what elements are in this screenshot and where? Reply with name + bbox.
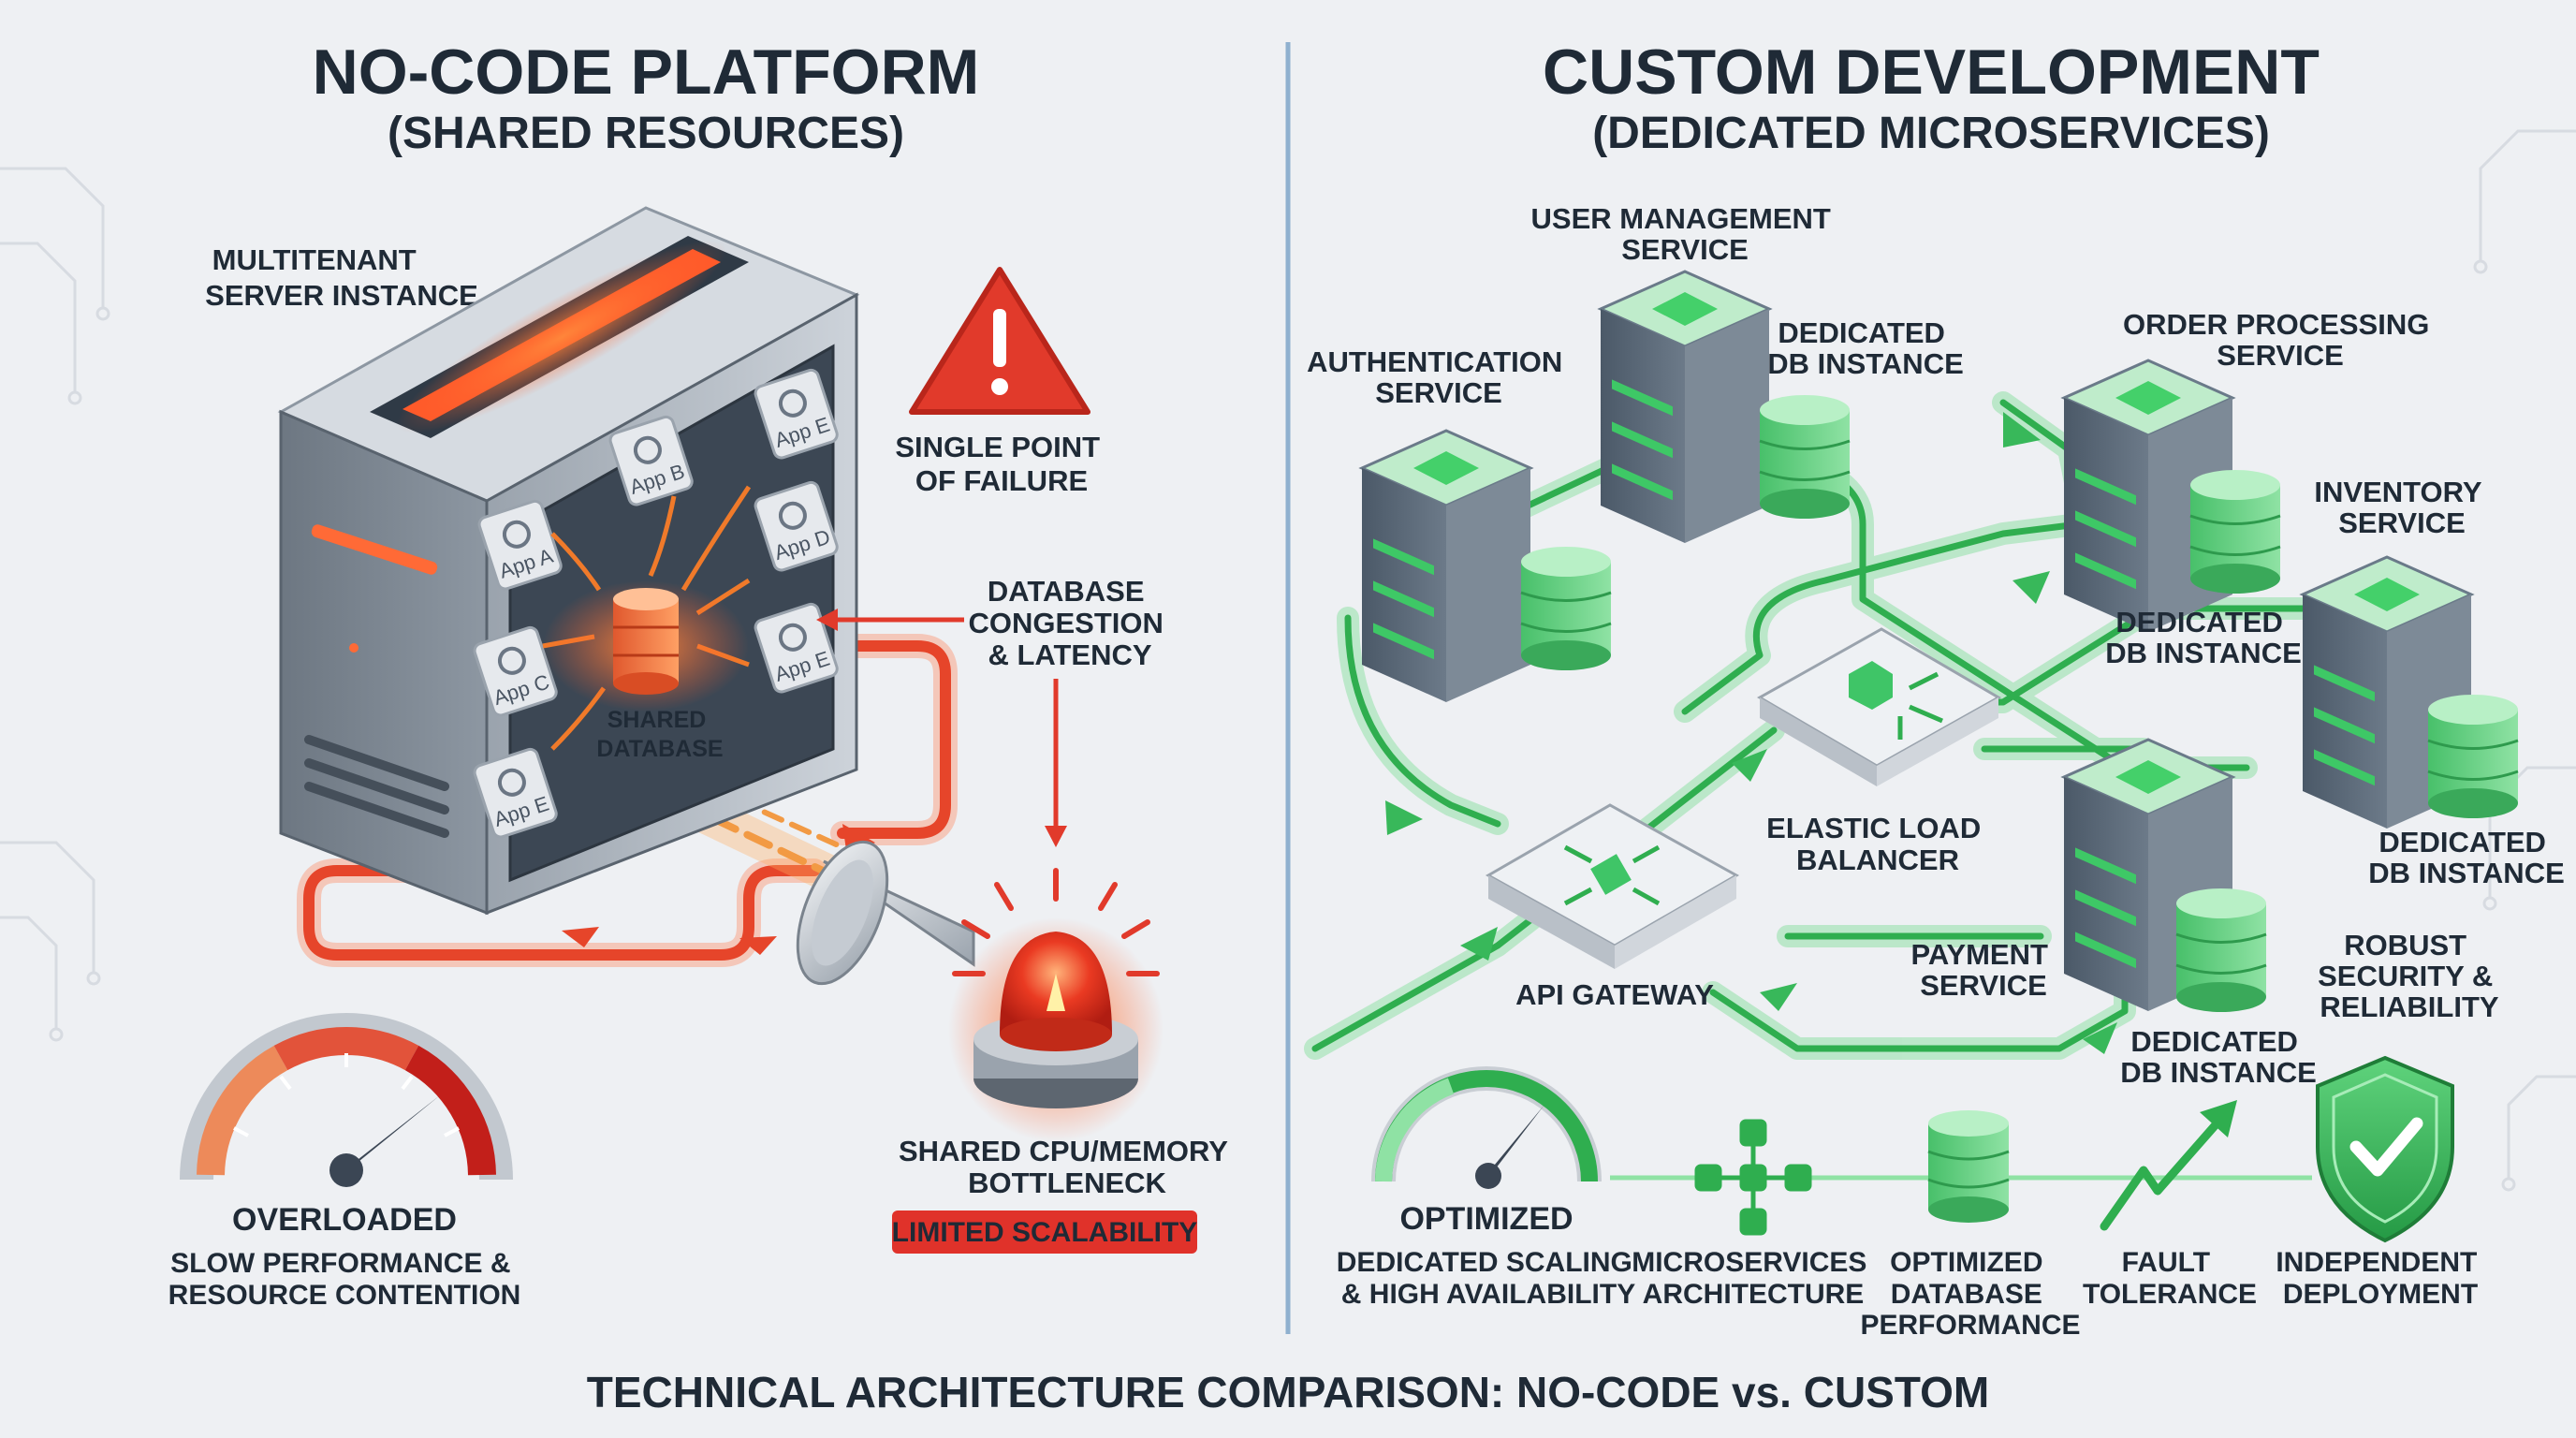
overloaded-status: OVERLOADED [232,1202,457,1238]
bottleneck-label: SHARED CPU/MEMORY BOTTLENECK [899,1135,1236,1199]
benefit-label: FAULT TOLERANCE [2083,1247,2257,1310]
shared-db-label: SHARED DATABASE [596,707,723,762]
spof-label: SINGLE POINT OF FAILURE [895,431,1107,497]
app-tile: App D [754,480,839,572]
limited-scalability-badge [892,1211,1197,1254]
optimized-gauge-icon [1371,1066,1602,1189]
database-icon [2189,470,2281,594]
security-shield-icon [2316,1055,2454,1243]
payment-label: PAYMENT SERVICE [1910,938,2056,1002]
api-gateway-icon [1485,803,1740,969]
security-label: ROBUST SECURITY & RELIABILITY [2318,929,2501,1023]
benefit-label: MICROSERVICES ARCHITECTURE [1632,1247,1875,1310]
overloaded-gauge-icon [180,1013,513,1187]
app-tile: App E [754,368,839,460]
auth-label: AUTHENTICATION SERVICE [1307,345,1571,409]
inventory-label: INVENTORY SERVICE [2314,476,2489,539]
database-icon [2427,695,2519,818]
benefit-label: INDEPENDENT DEPLOYMENT [2276,1247,2484,1310]
database-icon [1520,547,1612,670]
flow-arrows [1385,412,2117,1054]
app-tile: App E [473,747,558,839]
app-tile: App E [754,602,839,694]
left-subtitle: (SHARED RESOURCES) [388,109,904,158]
warning-triangle-icon [909,267,1090,415]
user-management-label: USER MANAGEMENT SERVICE [1531,202,1839,266]
left-title: NO-CODE PLATFORM [313,37,980,108]
bottleneck-funnel-icon [796,840,975,986]
right-subtitle: (DEDICATED MICROSERVICES) [1592,109,2270,158]
database-icon [2175,888,2267,1012]
user-management-server-icon [1597,270,1773,543]
alarm-siren-icon [948,868,1164,1142]
auth-server-icon [1358,429,1534,702]
footer-caption: TECHNICAL ARCHITECTURE COMPARISON: NO-CO… [587,1368,1989,1416]
benefit-label: OPTIMIZED DATABASE PERFORMANCE [1860,1247,2080,1341]
congestion-arrows [816,609,1067,847]
congestion-label: DATABASE CONGESTION & LATENCY [968,575,1171,671]
limited-scalability-text: LIMITED SCALABILITY [892,1217,1198,1248]
app-tiles: App A App B App C App D App E App E [473,368,839,839]
load-balancer-label: ELASTIC LOAD BALANCER [1766,812,1989,876]
order-processing-label: ORDER PROCESSING SERVICE [2123,308,2437,372]
overloaded-caption: SLOW PERFORMANCE & RESOURCE CONTENTION [168,1248,521,1311]
shared-database-icon [543,580,749,712]
payment-db-label: DEDICATED DB INSTANCE [2120,1025,2317,1089]
user-db-label: DEDICATED DB INSTANCE [1767,316,1964,380]
optimized-database-icon [1927,1110,2010,1223]
app-tile: App C [473,625,558,717]
load-balancer-icon [1756,627,2002,786]
app-tile: App B [608,415,694,506]
order-db-label: DEDICATED DB INSTANCE [2105,606,2302,669]
api-gateway-label: API GATEWAY [1515,978,1714,1011]
right-title: CUSTOM DEVELOPMENT [1543,37,2320,108]
trend-up-arrow-icon [2100,1100,2237,1231]
multitenant-server [277,206,860,916]
inventory-db-label: DEDICATED DB INSTANCE [2368,826,2565,889]
benefit-label: DEDICATED SCALING & HIGH AVAILABILITY [1337,1247,1640,1310]
background-circuit-traces [0,129,2576,1192]
server-label: MULTITENANT SERVER INSTANCE [205,243,478,312]
optimized-status: OPTIMIZED [1399,1201,1573,1237]
microservices-network-icon [1694,1119,1812,1236]
database-icon [1759,395,1851,519]
